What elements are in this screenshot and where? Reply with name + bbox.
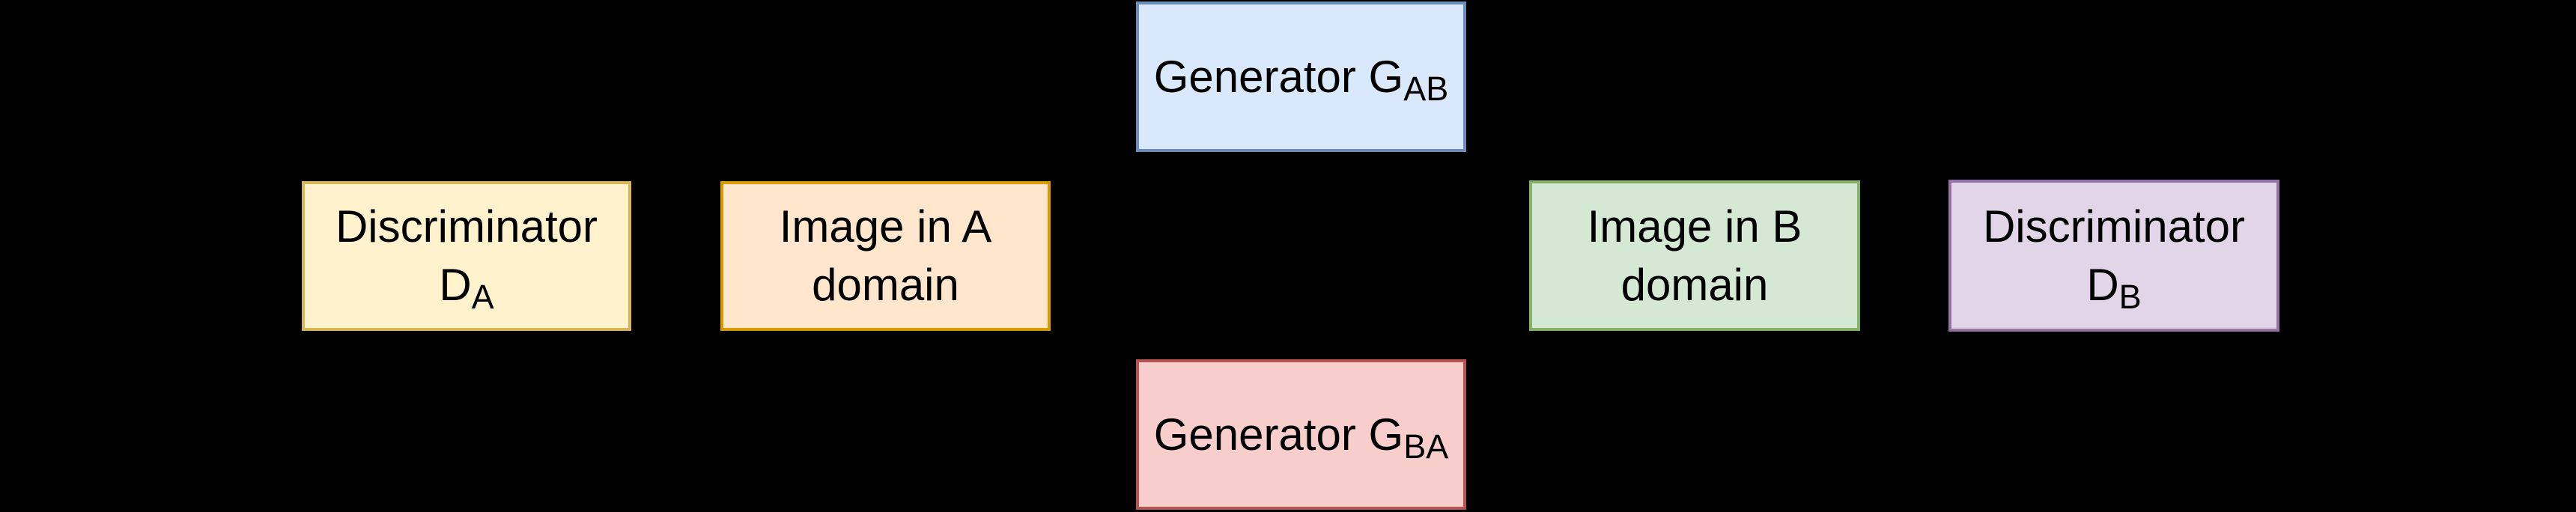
node-discriminator-b-title: Discriminator bbox=[1982, 201, 2246, 252]
node-discriminator-b-subscript: B bbox=[2118, 277, 2142, 316]
node-discriminator-b-symbol: D bbox=[2086, 259, 2119, 310]
node-generator-ab-symbol: Generator G bbox=[1153, 51, 1404, 102]
node-discriminator-b: Discriminator DB bbox=[1948, 180, 2279, 332]
node-generator-ba-subscript: BA bbox=[1403, 427, 1449, 466]
node-generator-ba-label: Generator GBA bbox=[1154, 406, 1449, 464]
node-image-b-domain: Image in B domain bbox=[1529, 180, 1860, 331]
node-generator-ab-subscript: AB bbox=[1403, 69, 1449, 108]
node-image-b-domain-line1: Image in B bbox=[1587, 201, 1802, 252]
node-discriminator-a-symbol-line: DA bbox=[439, 256, 493, 314]
node-image-a-domain-line2: domain bbox=[812, 260, 959, 310]
node-discriminator-a-title: Discriminator bbox=[335, 201, 598, 252]
node-image-b-domain-line2: domain bbox=[1620, 259, 1769, 310]
node-generator-ab-label: Generator GAB bbox=[1154, 48, 1449, 106]
node-generator-ab: Generator GAB bbox=[1136, 1, 1466, 152]
node-discriminator-a-symbol: D bbox=[439, 260, 472, 310]
node-image-a-domain: Image in A domain bbox=[720, 181, 1051, 331]
node-image-a-domain-line1: Image in A bbox=[779, 201, 992, 252]
node-generator-ba: Generator GBA bbox=[1136, 359, 1466, 510]
node-generator-ba-symbol: Generator G bbox=[1153, 409, 1404, 460]
node-discriminator-b-symbol-line: DB bbox=[2086, 256, 2141, 314]
node-discriminator-a: Discriminator DA bbox=[302, 181, 631, 331]
node-discriminator-a-subscript: A bbox=[471, 277, 494, 316]
